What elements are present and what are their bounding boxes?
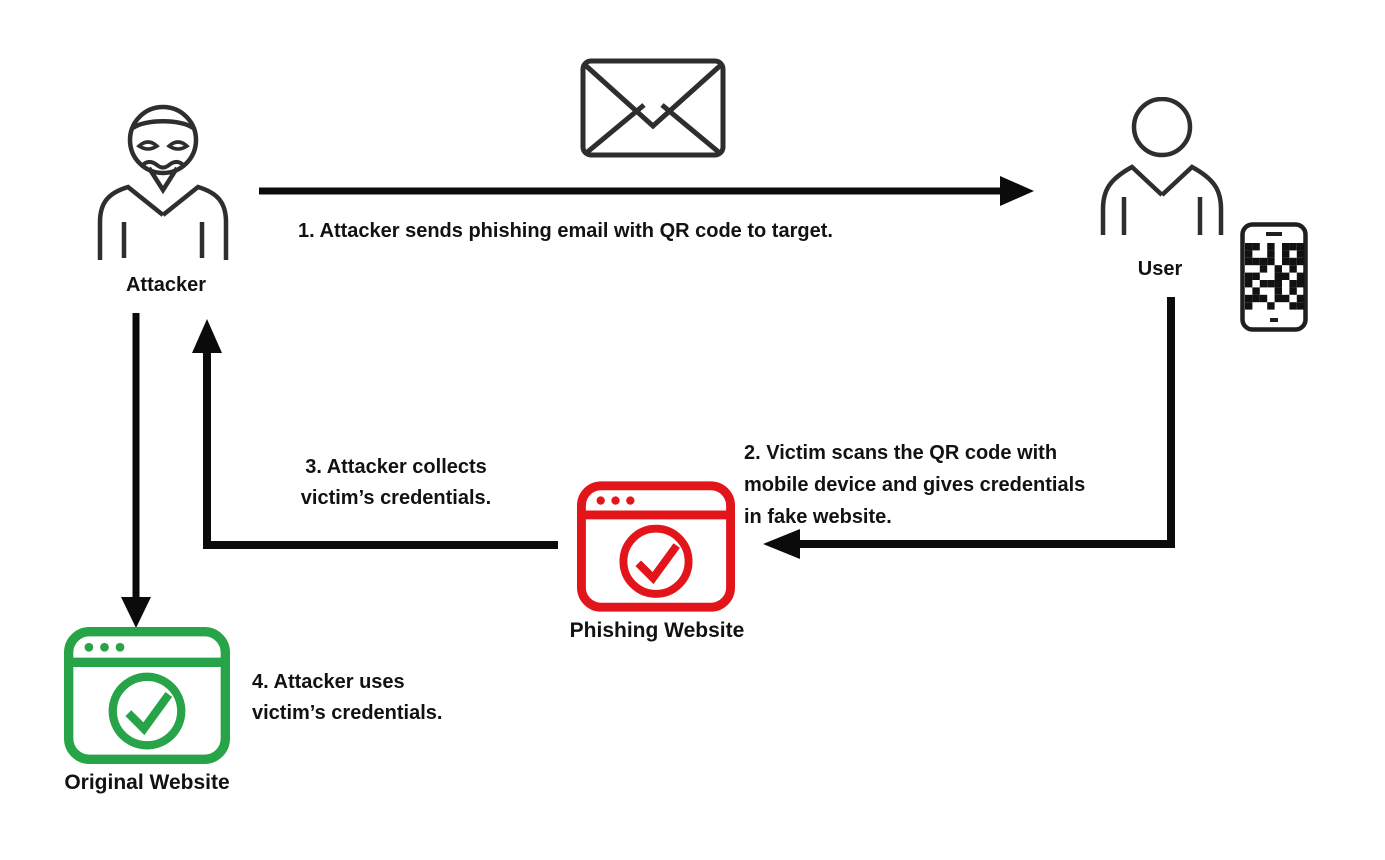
user-label: User (1137, 258, 1183, 280)
arrow-step2-icon (763, 297, 1175, 559)
arrow-step4-icon (121, 313, 151, 628)
step1-text: 1. Attacker sends phishing email with QR… (298, 220, 833, 242)
phishing-website-icon (577, 481, 735, 612)
phishing-website-label: Phishing Website (569, 619, 745, 642)
step4-text: 4. Attacker uses victim’s credentials. (252, 671, 443, 724)
attacker-label: Attacker (125, 274, 207, 296)
step3-text: 3. Attacker collects victim’s credential… (300, 456, 492, 509)
step2-text: 2. Victim scans the QR code with mobile … (744, 442, 1086, 528)
original-website-label: Original Website (64, 771, 230, 794)
arrow-step1-icon (259, 176, 1034, 206)
attacker-icon (93, 104, 233, 260)
user-icon (1098, 97, 1226, 237)
arrow-step3-icon (192, 319, 558, 549)
qr-phone-icon (1240, 222, 1308, 332)
envelope-icon (580, 58, 726, 158)
original-website-icon (64, 627, 230, 764)
